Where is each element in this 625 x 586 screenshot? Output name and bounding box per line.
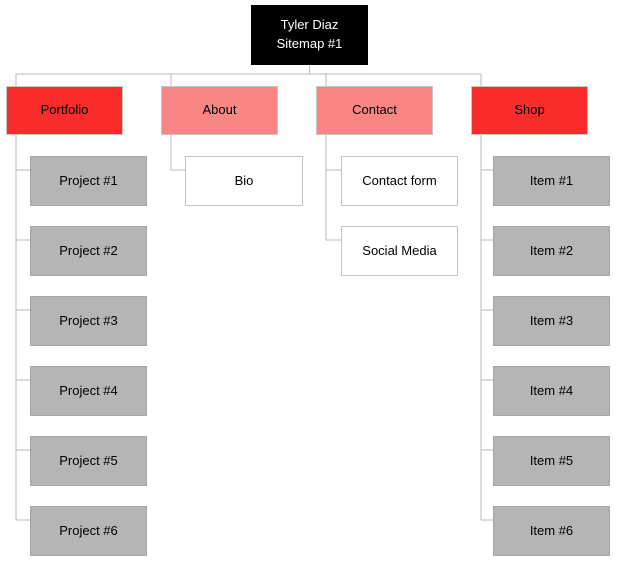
connector-contact-children <box>325 135 341 241</box>
node-project-6[interactable]: Project #6 <box>30 506 147 556</box>
node-shop[interactable]: Shop <box>471 86 588 135</box>
node-project-5[interactable]: Project #5 <box>30 436 147 486</box>
connector-bus-drops <box>15 74 482 86</box>
node-project-4[interactable]: Project #4 <box>30 366 147 416</box>
node-root[interactable]: Tyler Diaz Sitemap #1 <box>251 5 368 65</box>
node-item-4[interactable]: Item #4 <box>493 366 610 416</box>
node-item-6[interactable]: Item #6 <box>493 506 610 556</box>
node-project-2[interactable]: Project #2 <box>30 226 147 276</box>
node-project-1[interactable]: Project #1 <box>30 156 147 206</box>
node-contact-form[interactable]: Contact form <box>341 156 458 206</box>
node-item-3[interactable]: Item #3 <box>493 296 610 346</box>
node-about[interactable]: About <box>161 86 278 135</box>
connector-portfolio-children <box>15 135 30 521</box>
connector-about-children <box>170 135 185 171</box>
connector-shop-children <box>480 135 493 521</box>
node-item-5[interactable]: Item #5 <box>493 436 610 486</box>
node-social-media[interactable]: Social Media <box>341 226 458 276</box>
node-bio[interactable]: Bio <box>185 156 303 206</box>
node-project-3[interactable]: Project #3 <box>30 296 147 346</box>
node-contact[interactable]: Contact <box>316 86 433 135</box>
node-item-1[interactable]: Item #1 <box>493 156 610 206</box>
node-portfolio[interactable]: Portfolio <box>6 86 123 135</box>
node-item-2[interactable]: Item #2 <box>493 226 610 276</box>
